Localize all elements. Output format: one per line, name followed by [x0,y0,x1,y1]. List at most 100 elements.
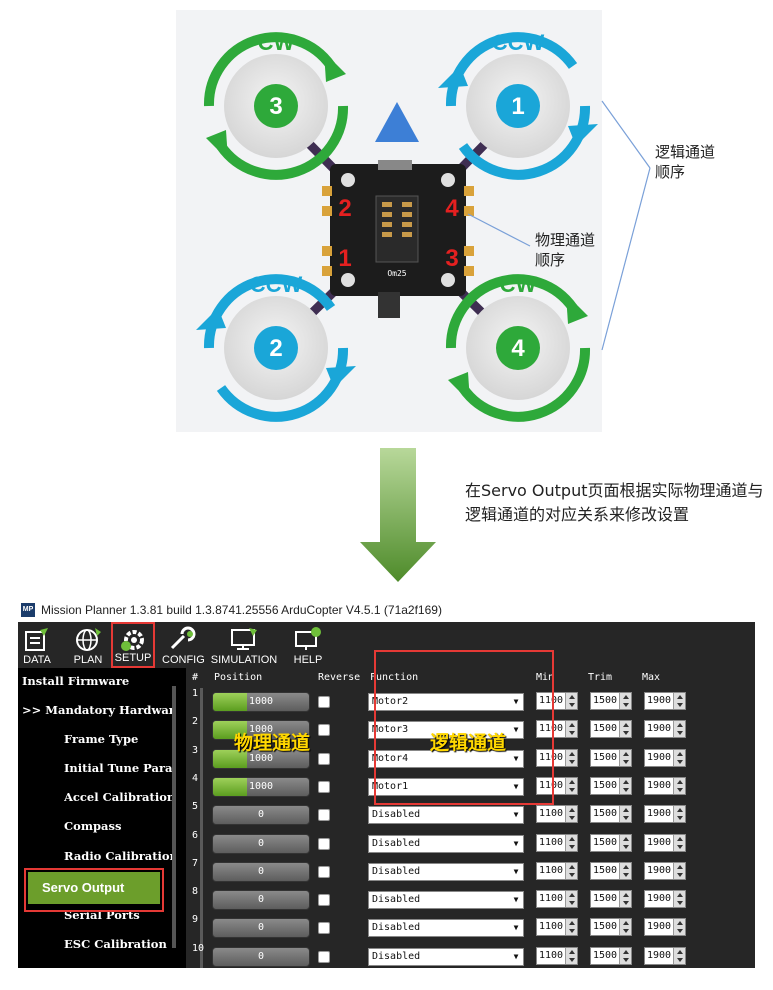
spinner-icon[interactable] [619,863,631,879]
spinner-icon[interactable] [565,919,577,935]
dropdown-arrow-icon[interactable]: ▼ [509,779,523,795]
min-input[interactable]: 1100 [536,777,578,795]
max-input[interactable]: 1900 [644,918,686,936]
spinner-icon[interactable] [619,835,631,851]
reverse-checkbox[interactable] [318,753,330,765]
spinner-icon[interactable] [673,693,685,709]
trim-input[interactable]: 1500 [590,777,632,795]
function-select[interactable]: Motor2▼ [368,693,524,711]
spinner-icon[interactable] [619,750,631,766]
reverse-checkbox[interactable] [318,951,330,963]
sidebar-item-mandatory-hardware[interactable]: >> Mandatory Hardware [22,703,172,717]
trim-input[interactable]: 1500 [590,834,632,852]
min-input[interactable]: 1100 [536,692,578,710]
sidebar-item-compass[interactable]: Compass [64,819,122,833]
sidebar-item-install-firmware[interactable]: Install Firmware [22,674,130,688]
min-input[interactable]: 1100 [536,890,578,908]
max-input[interactable]: 1900 [644,947,686,965]
max-input[interactable]: 1900 [644,720,686,738]
min-input[interactable]: 1100 [536,918,578,936]
sidebar-scrollbar[interactable] [172,686,176,948]
function-select[interactable]: Disabled▼ [368,863,524,881]
reverse-checkbox[interactable] [318,838,330,850]
spinner-icon[interactable] [619,806,631,822]
spinner-icon[interactable] [619,721,631,737]
function-select[interactable]: Motor1▼ [368,778,524,796]
function-select[interactable]: Disabled▼ [368,806,524,824]
sidebar-item-accel-calibration[interactable]: Accel Calibration [64,790,172,804]
dropdown-arrow-icon[interactable]: ▼ [509,836,523,852]
reverse-checkbox[interactable] [318,724,330,736]
toolbar-simulation-button[interactable]: SIMULATION [208,622,280,668]
trim-input[interactable]: 1500 [590,890,632,908]
function-select[interactable]: Disabled▼ [368,948,524,966]
max-input[interactable]: 1900 [644,890,686,908]
max-input[interactable]: 1900 [644,749,686,767]
trim-input[interactable]: 1500 [590,862,632,880]
sidebar-item-radio-calibration[interactable]: Radio Calibration [64,849,172,863]
dropdown-arrow-icon[interactable]: ▼ [509,949,523,965]
trim-input[interactable]: 1500 [590,692,632,710]
dropdown-arrow-icon[interactable]: ▼ [509,694,523,710]
spinner-icon[interactable] [673,919,685,935]
min-input[interactable]: 1100 [536,834,578,852]
reverse-checkbox[interactable] [318,922,330,934]
table-scrollbar[interactable] [200,688,203,968]
max-input[interactable]: 1900 [644,692,686,710]
trim-input[interactable]: 1500 [590,918,632,936]
toolbar-setup-button[interactable]: SETUP [111,622,155,668]
min-input[interactable]: 1100 [536,720,578,738]
reverse-checkbox[interactable] [318,696,330,708]
spinner-icon[interactable] [673,835,685,851]
spinner-icon[interactable] [565,693,577,709]
function-select[interactable]: Disabled▼ [368,835,524,853]
max-input[interactable]: 1900 [644,777,686,795]
min-input[interactable]: 1100 [536,749,578,767]
trim-input[interactable]: 1500 [590,947,632,965]
spinner-icon[interactable] [673,948,685,964]
reverse-checkbox[interactable] [318,894,330,906]
spinner-icon[interactable] [565,863,577,879]
spinner-icon[interactable] [673,891,685,907]
spinner-icon[interactable] [565,750,577,766]
trim-input[interactable]: 1500 [590,720,632,738]
trim-input[interactable]: 1500 [590,805,632,823]
spinner-icon[interactable] [673,721,685,737]
function-select[interactable]: Disabled▼ [368,891,524,909]
sidebar-item-esc-calibration[interactable]: ESC Calibration [64,937,167,951]
spinner-icon[interactable] [673,863,685,879]
spinner-icon[interactable] [565,948,577,964]
reverse-checkbox[interactable] [318,781,330,793]
spinner-icon[interactable] [619,891,631,907]
toolbar-help-button[interactable]: HELP [290,622,326,668]
spinner-icon[interactable] [565,835,577,851]
trim-input[interactable]: 1500 [590,749,632,767]
dropdown-arrow-icon[interactable]: ▼ [509,892,523,908]
spinner-icon[interactable] [619,919,631,935]
dropdown-arrow-icon[interactable]: ▼ [509,864,523,880]
toolbar-config-button[interactable]: CONFIG [162,622,205,668]
min-input[interactable]: 1100 [536,947,578,965]
spinner-icon[interactable] [565,891,577,907]
sidebar-item-initial-tune[interactable]: Initial Tune Parameters [64,761,172,775]
dropdown-arrow-icon[interactable]: ▼ [509,920,523,936]
spinner-icon[interactable] [619,778,631,794]
toolbar-data-button[interactable]: DATA [18,622,56,668]
dropdown-arrow-icon[interactable]: ▼ [509,722,523,738]
function-select[interactable]: Disabled▼ [368,919,524,937]
function-select[interactable]: Motor4▼ [368,750,524,768]
min-input[interactable]: 1100 [536,862,578,880]
max-input[interactable]: 1900 [644,805,686,823]
reverse-checkbox[interactable] [318,866,330,878]
reverse-checkbox[interactable] [318,809,330,821]
spinner-icon[interactable] [619,948,631,964]
max-input[interactable]: 1900 [644,862,686,880]
spinner-icon[interactable] [619,693,631,709]
spinner-icon[interactable] [673,750,685,766]
max-input[interactable]: 1900 [644,834,686,852]
min-input[interactable]: 1100 [536,805,578,823]
spinner-icon[interactable] [673,806,685,822]
sidebar-item-frame-type[interactable]: Frame Type [64,732,139,746]
spinner-icon[interactable] [565,778,577,794]
spinner-icon[interactable] [565,806,577,822]
